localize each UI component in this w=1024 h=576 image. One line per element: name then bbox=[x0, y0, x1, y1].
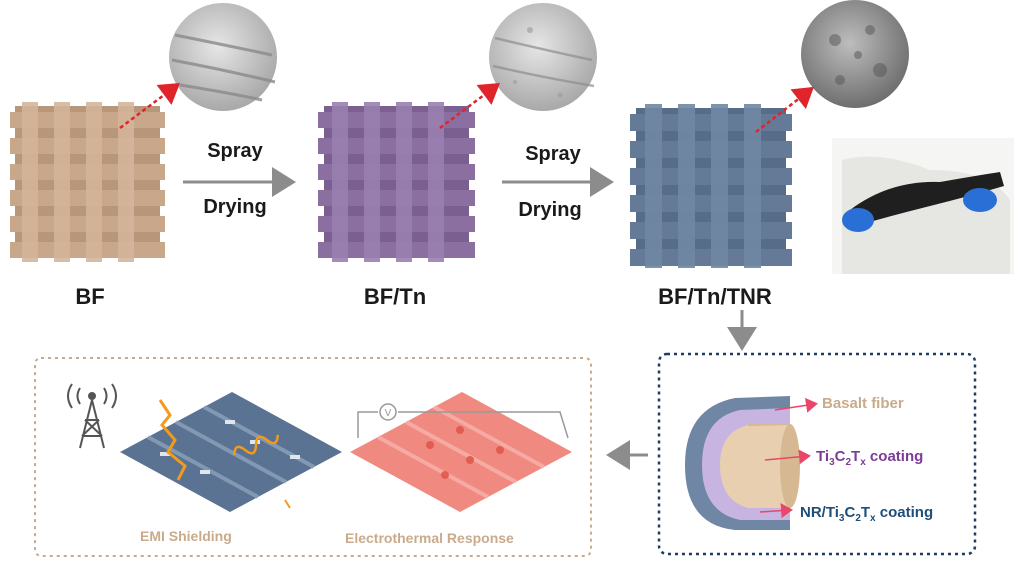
emi-shielding-fabric bbox=[120, 392, 342, 512]
label-bf: BF bbox=[75, 284, 105, 309]
bf-tn-fabric bbox=[318, 102, 475, 262]
electrothermal-fabric: V bbox=[350, 392, 572, 512]
svg-text:V: V bbox=[385, 408, 392, 419]
core-shell-fiber bbox=[685, 396, 800, 530]
label-drying-2: Drying bbox=[518, 199, 582, 221]
bf-fabric bbox=[10, 102, 165, 262]
label-bf-tn-tnr: BF/Tn/TNR bbox=[658, 284, 772, 309]
label-electrothermal: Electrothermal Response bbox=[345, 530, 514, 546]
label-nr-coating: NR/Ti3C2Tx coating bbox=[800, 504, 934, 524]
structure-box bbox=[657, 352, 977, 556]
pointer-nr bbox=[759, 503, 793, 519]
label-drying-1: Drying bbox=[203, 196, 267, 218]
pointer-ti bbox=[764, 449, 811, 465]
bf-tn-tnr-fabric bbox=[630, 104, 792, 268]
application-box bbox=[34, 357, 592, 557]
antenna-tower-icon bbox=[67, 383, 117, 449]
pointer-basalt bbox=[774, 397, 818, 413]
sem-image-bf bbox=[169, 3, 277, 111]
sem-image-bf-tn bbox=[489, 3, 597, 111]
fabric-photo bbox=[832, 138, 1014, 274]
label-emi-shielding: EMI Shielding bbox=[140, 528, 232, 544]
label-basalt-fiber: Basalt fiber bbox=[822, 395, 904, 412]
pointer-arrow-2 bbox=[439, 83, 500, 129]
label-ti-coating: Ti3C2Tx coating bbox=[816, 448, 924, 468]
label-spray-1: Spray bbox=[207, 140, 263, 162]
label-spray-2: Spray bbox=[525, 143, 581, 165]
label-bf-tn: BF/Tn bbox=[363, 284, 427, 309]
sem-image-bf-tn-tnr bbox=[801, 0, 909, 108]
pointer-arrow-1 bbox=[119, 83, 180, 129]
pointer-arrow-3 bbox=[755, 86, 814, 133]
